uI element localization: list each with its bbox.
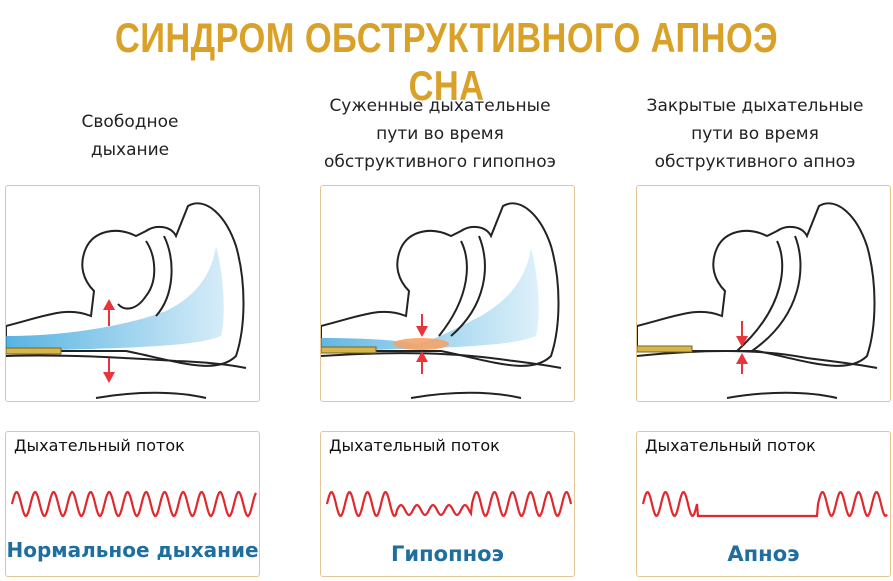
flow-panel-apnea: Дыхательный поток Апноэ [636, 431, 891, 577]
flow-label: Дыхательный поток [329, 436, 500, 455]
arrow-down-icon [103, 358, 115, 383]
tube-icon [321, 346, 377, 354]
caption-line: Суженные дыхательные [329, 96, 551, 116]
airway-diagram-open [6, 202, 247, 399]
caption-hypopnea: Суженные дыхательные пути во время обстр… [310, 92, 570, 176]
airway-diagram-closed [637, 202, 878, 399]
airway-diagram-narrowed [321, 202, 562, 399]
arrow-down-icon [416, 314, 428, 337]
caption-line: Свободное [81, 112, 179, 132]
caption-line: дыхание [90, 140, 170, 160]
waveform-apnea [641, 491, 888, 518]
tube-icon [6, 347, 62, 355]
caption-line: обструктивного апноэ [654, 152, 856, 172]
tube-icon [637, 345, 693, 353]
caption-apnea: Закрытые дыхательные пути во время обстр… [625, 92, 885, 176]
waveform-normal [10, 490, 257, 518]
flow-label: Дыхательный поток [14, 436, 185, 455]
result-label: Апноэ [727, 542, 800, 566]
airway-illustration-closed [636, 185, 891, 402]
airway-illustration-narrowed [320, 185, 575, 402]
page-title: СИНДРОМ ОБСТРУКТИВНОГО АПНОЭ СНА [114, 14, 779, 109]
flow-panel-normal: Дыхательный поток Нормальное дыхание [5, 431, 260, 577]
waveform-hypopnea [325, 491, 573, 517]
arrow-up-icon [103, 299, 115, 326]
arrow-up-icon [736, 353, 748, 374]
caption-line: пути во время [691, 124, 819, 144]
result-label: Нормальное дыхание [6, 538, 259, 562]
arrow-up-icon [416, 351, 428, 374]
airway-illustration-open [5, 185, 260, 402]
caption-line: пути во время [376, 124, 504, 144]
flow-label: Дыхательный поток [645, 436, 816, 455]
caption-line: обструктивного гипопноэ [324, 152, 556, 172]
arrow-down-icon [736, 321, 748, 347]
caption-line: Закрытые дыхательные [646, 96, 864, 116]
result-label: Гипопноэ [391, 542, 504, 566]
caption-free-breathing: Свободное дыхание [30, 108, 230, 164]
flow-panel-hypopnea: Дыхательный поток Гипопноэ [320, 431, 575, 577]
